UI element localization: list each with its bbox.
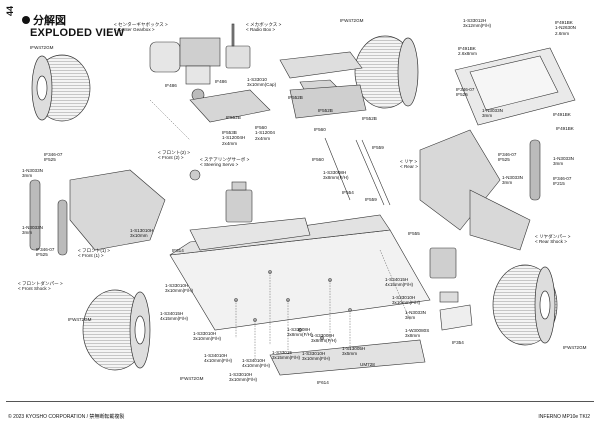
part-callout: IF346-07 IF525 [36, 247, 55, 258]
part-callout: IF614 [317, 380, 329, 385]
part-callout: UM728 [360, 362, 375, 367]
part-callout: IF552B [362, 116, 377, 121]
label-front-2: < フロント(2) > < Front (2) > [158, 150, 190, 161]
part-callout: IF614 [172, 248, 184, 253]
part-callout: 1-S33010H 3x10mm(F/H) [392, 295, 421, 306]
bullet-icon [22, 16, 30, 24]
part-callout: IF552B [226, 115, 241, 120]
tire-rear-right-upper [354, 35, 419, 109]
part-callout: IF491BK [553, 112, 571, 117]
part-callout: IF491BK [556, 126, 574, 131]
part-callout: IF346-07 IF215 [553, 176, 572, 187]
tire-rear-right-lower [492, 264, 558, 346]
label-front-1: < フロント(1) > < Front (1) > [78, 248, 110, 259]
part-callout: 1-S13010H 3x10mm [130, 228, 154, 239]
part-callout: 1-N3033N 3mm [482, 108, 503, 119]
part-callout: IF491BK 2.6x8mm [458, 46, 477, 57]
part-callout: 1-S33012H 3x12mm(F/H) [463, 18, 492, 29]
part-callout: IF346-07 IF525 [456, 87, 475, 98]
part-callout: IF560 [312, 157, 324, 162]
part-callout: IFW472GM [563, 345, 587, 350]
label-front-shock: < フロントダンパー > < Front Shock > [18, 281, 63, 292]
part-callout: IFW472GM [340, 18, 364, 23]
part-callout: 1-W30080S 3x8mm [405, 328, 430, 339]
part-callout: 1-S33010H 3x10mm(F/H) [229, 372, 258, 383]
page-title-jp: 分解図 [22, 12, 66, 28]
part-callout: IF554 [342, 190, 354, 195]
label-center-gearbox: < センターギヤボックス > < Center Gearbox > [114, 22, 168, 33]
part-callout: 1-N3033N 3mm [553, 156, 574, 167]
part-callout: IF552B [318, 108, 333, 113]
part-callout: 1-N3033N 3mm [22, 168, 43, 179]
part-callout: 1-S33010H 3x10mm(F/H) [165, 283, 194, 294]
part-callout: IF346-07 IF525 [498, 152, 517, 163]
part-callout: IF559 [365, 197, 377, 202]
part-callout: IF560 [314, 127, 326, 132]
part-callout: IF559 [372, 145, 384, 150]
footer-rule [6, 401, 594, 402]
part-callout: 1-S33008H 3x8mm(F/H) [323, 170, 349, 181]
page-title-en: EXPLODED VIEW [30, 27, 125, 39]
part-callout: 1-S33010 3x10mm(Cap) [247, 77, 277, 88]
label-steering-servo: < ステアリングサーボ > < Steering Servo > [200, 157, 250, 168]
part-callout: IF486 [165, 83, 177, 88]
part-callout: 1-S34015H 4x15mm(F/H) [160, 311, 189, 322]
part-callout: 1-S33010H 3x10mm(F/H) [302, 351, 331, 362]
part-callout: IF486 [215, 79, 227, 84]
part-callout: 1-S33008H 3x8mm(F/H) [287, 327, 313, 338]
part-callout: 1-S34010H 4x10mm(F/H) [242, 358, 271, 369]
copyright: © 2023 KYOSHO CORPORATION / 禁無断転載複製 [8, 414, 125, 420]
part-callout: 1-N3033N 3mm [405, 310, 426, 321]
part-callout: 1-S33015 3x15mm(F/H) [272, 350, 301, 361]
part-callout: IF552B [288, 95, 303, 100]
part-callout: 1-S34015H 4x15mm(F/H) [385, 277, 414, 288]
tire-front-left-upper [31, 54, 91, 122]
part-callout: IF354 [452, 340, 464, 345]
label-rear: < リヤ > < Rear > [400, 159, 418, 170]
label-radio-box: < メカボックス > < Radio Box > [246, 22, 282, 33]
title-jp-text: 分解図 [33, 15, 66, 27]
part-callout: IF560 1-S12004 2x4mm [255, 125, 275, 141]
part-callout: IFW472GM [30, 45, 54, 50]
tire-front-left-lower [82, 289, 151, 371]
part-callout: IF555 [408, 231, 420, 236]
part-callout: IF346-07 IF525 [44, 152, 63, 163]
part-callout: 1-S33010H 3x10mm(F/H) [193, 331, 222, 342]
part-callout: 1-N3033N 3mm [502, 175, 523, 186]
label-rear-shock: < リヤダンパー > < Rear Shock > [535, 234, 571, 245]
model-name: INFERNO MP10e TKI2 [538, 414, 590, 420]
part-callout: IF491BK 1-N2630N 2.6mm [555, 20, 576, 36]
part-callout: 1-S13005H 3x5mm [342, 346, 366, 357]
part-callout: IF553B 1-S12004H 2x4mm [222, 130, 246, 146]
part-callout: 1-S34010H 4x10mm(F/H) [204, 353, 233, 364]
part-callout: IFW472GM [68, 317, 92, 322]
part-callout: IFW472GM [180, 376, 204, 381]
part-callout: 1-N3033N 3mm [22, 225, 43, 236]
part-callout: 1-S33008H 3x8mm(F/H) [311, 333, 337, 344]
